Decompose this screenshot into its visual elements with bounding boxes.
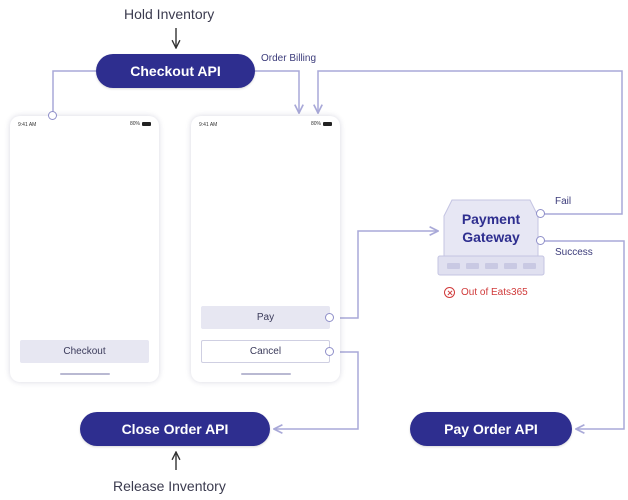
connector-success (542, 240, 625, 429)
phone-checkout-screen: 9:41 AM 80% Checkout (10, 116, 159, 382)
success-label: Success (555, 247, 593, 258)
phone-payment-screen: 9:41 AM 80% Pay Cancel (191, 116, 340, 382)
status-time: 9:41 AM (18, 122, 37, 128)
battery-icon (323, 122, 332, 126)
status-battery: 80% (130, 121, 151, 127)
connector-fail (318, 70, 623, 215)
port-cancel (325, 347, 334, 356)
status-time: 9:41 AM (199, 122, 218, 128)
pay-button[interactable]: Pay (201, 306, 330, 329)
home-indicator (241, 373, 291, 375)
release-inventory-label: Release Inventory (113, 478, 226, 494)
battery-icon (142, 122, 151, 126)
error-text: Out of Eats365 (461, 287, 528, 298)
battery-percent: 80% (310, 121, 321, 127)
checkout-button[interactable]: Checkout (20, 340, 149, 363)
home-indicator (60, 373, 110, 375)
connector-pay (331, 231, 438, 319)
error-close-icon (444, 287, 455, 298)
connector-checkout-left (52, 70, 96, 116)
port-success (536, 236, 545, 245)
error-message: Out of Eats365 (444, 287, 528, 298)
pay-order-api-node[interactable]: Pay Order API (410, 412, 572, 446)
cancel-button[interactable]: Cancel (201, 340, 330, 363)
close-order-api-node[interactable]: Close Order API (80, 412, 270, 446)
status-battery: 80% (311, 121, 332, 127)
port-pay (325, 313, 334, 322)
hold-inventory-label: Hold Inventory (124, 6, 215, 22)
port-fail (536, 209, 545, 218)
payment-gateway-title: Payment Gateway (461, 211, 521, 245)
connector-order-billing (255, 70, 299, 113)
order-billing-label: Order Billing (261, 53, 317, 64)
fail-label: Fail (555, 196, 572, 207)
battery-percent: 80% (129, 121, 140, 127)
port-checkout-left (48, 111, 57, 120)
checkout-api-node[interactable]: Checkout API (96, 54, 255, 88)
